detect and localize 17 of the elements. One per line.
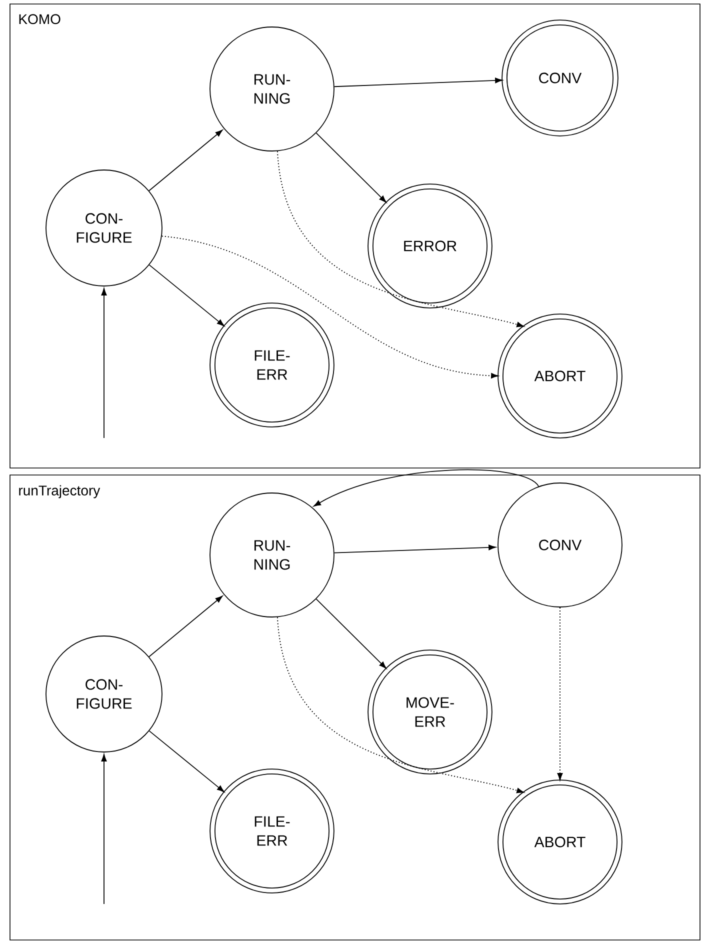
panel-title: runTrajectory (19, 485, 100, 498)
arrow (148, 596, 223, 658)
dotted-arrow (276, 150, 524, 328)
arrow (316, 598, 386, 669)
arrow (334, 544, 496, 554)
panel-title: KOMO (19, 14, 60, 24)
dotted-arrow (276, 616, 524, 794)
arrow (148, 264, 224, 326)
start-arrow (101, 754, 107, 904)
arrow (148, 730, 224, 792)
arrow (148, 130, 223, 192)
start-arrow (101, 288, 107, 438)
arrow (334, 78, 502, 88)
dotted-arrow (557, 606, 563, 780)
arrow (316, 132, 386, 203)
dotted-arrow (161, 236, 498, 378)
arrow (313, 469, 540, 507)
